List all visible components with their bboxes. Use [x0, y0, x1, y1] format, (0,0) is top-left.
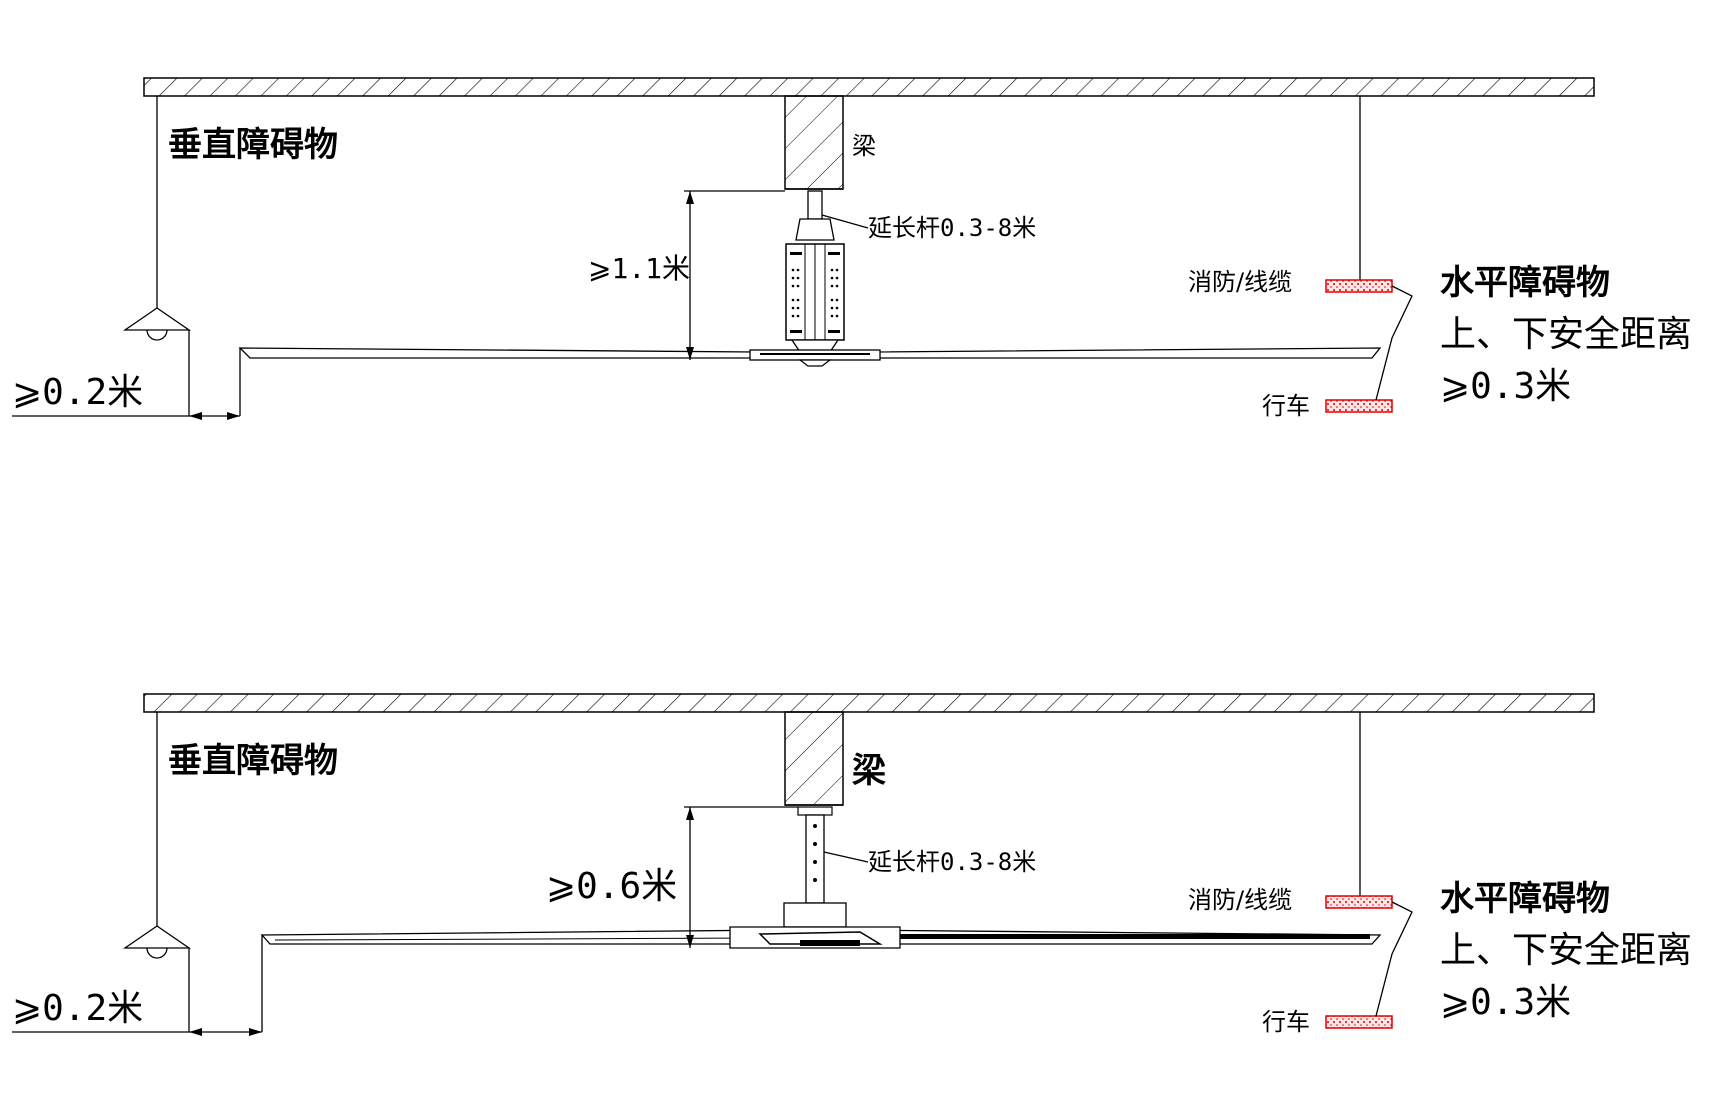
beam-label: 梁 [852, 751, 886, 791]
vertical-obstacle-label: 垂直障碍物 [168, 125, 338, 165]
horizontal-obstacle-label: 水平障碍物 [1440, 879, 1610, 919]
crane-obstacle [1325, 399, 1393, 413]
crane-label: 行车 [1262, 392, 1310, 420]
crane-label: 行车 [1262, 1008, 1310, 1036]
diagram-bottom: 梁 垂直障碍物 ⩾0.2米 延长杆0.3-8米 [12, 693, 1692, 1036]
safe-distance-label: 上、下安全距离 [1440, 314, 1692, 355]
extension-rod [807, 190, 823, 220]
beam-label: 梁 [852, 132, 876, 160]
fan-clearance-label: ⩾0.6米 [546, 866, 677, 907]
fire-cable-obstacle [1325, 279, 1393, 293]
safe-distance-label: 上、下安全距离 [1440, 930, 1692, 971]
fan-blades [238, 347, 1382, 367]
side-clearance-label: ⩾0.2米 [12, 988, 143, 1029]
ceiling-slab [143, 693, 1595, 713]
fan-motor [785, 243, 845, 353]
ceiling-slab [143, 77, 1595, 97]
side-clearance-label: ⩾0.2米 [12, 372, 143, 413]
safe-value-label: ⩾0.3米 [1440, 366, 1571, 407]
fire-cable-label: 消防/线缆 [1188, 886, 1292, 914]
fan-clearance-label: ⩾1.1米 [588, 252, 690, 285]
lamp-icon [122, 925, 192, 959]
rod-label: 延长杆0.3-8米 [868, 214, 1036, 242]
fire-cable-label: 消防/线缆 [1188, 268, 1292, 296]
diagram-top: 梁 垂直障碍物 ⩾0.2米 [12, 77, 1692, 420]
extension-rod [805, 814, 825, 904]
beam [784, 711, 844, 806]
lamp-icon [122, 307, 192, 341]
beam [784, 95, 844, 190]
crane-obstacle [1325, 1015, 1393, 1029]
safe-value-label: ⩾0.3米 [1440, 982, 1571, 1023]
vertical-obstacle-label: 垂直障碍物 [168, 741, 338, 781]
horizontal-obstacle-label: 水平障碍物 [1440, 263, 1610, 303]
fan-blades [260, 926, 1382, 949]
rod-label: 延长杆0.3-8米 [868, 848, 1036, 876]
fan-motor [783, 902, 847, 928]
fire-cable-obstacle [1325, 895, 1393, 909]
